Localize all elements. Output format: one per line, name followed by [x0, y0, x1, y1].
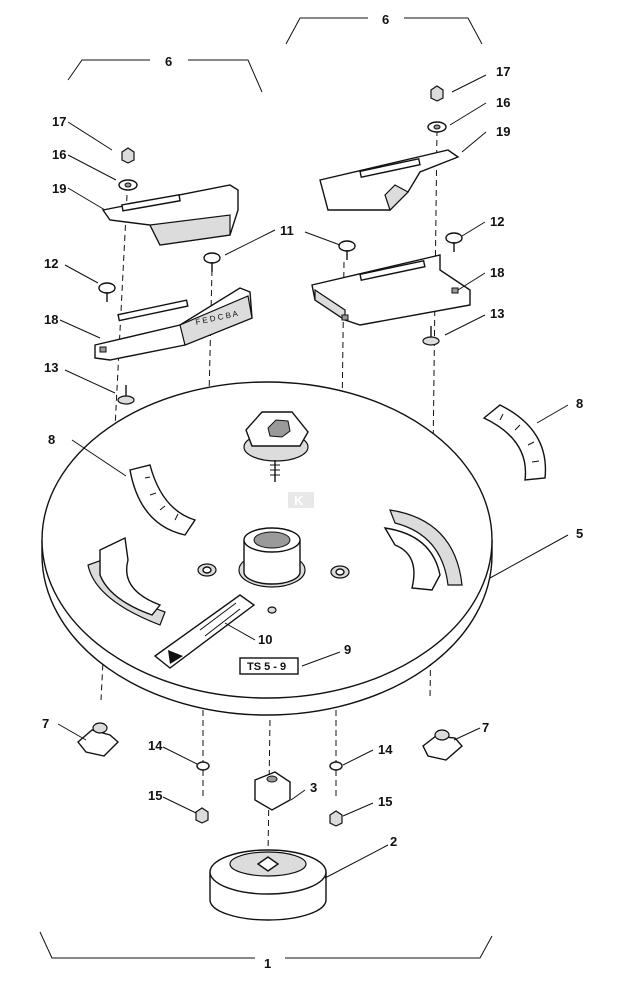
- callout-6-left: 6: [165, 54, 172, 69]
- bracket-group-6-left: [67, 59, 263, 93]
- clamp-knob: [243, 411, 309, 482]
- callout-16-left: 16: [52, 147, 66, 162]
- svg-text:K: K: [294, 493, 304, 508]
- callout-18-right: 18: [490, 265, 504, 280]
- callout-1: 1: [264, 956, 271, 971]
- foot-7-right: [422, 729, 463, 761]
- callout-13-left: 13: [44, 360, 58, 375]
- callout-14-left: 14: [148, 738, 163, 753]
- callout-7-right: 7: [482, 720, 489, 735]
- angle-scale-left: [129, 464, 197, 536]
- bolt-13-right: [422, 326, 440, 346]
- angle-scale-right: [482, 404, 547, 481]
- nut-17-left: [121, 147, 135, 164]
- callout-8-left: 8: [48, 432, 55, 447]
- callout-7-left: 7: [42, 716, 49, 731]
- callout-9: 9: [344, 642, 351, 657]
- foot-7-left: [77, 722, 120, 757]
- model-tag-text: TS 5 - 9: [247, 661, 286, 673]
- callout-8-right: 8: [576, 396, 583, 411]
- left-lower-bracket: F E D C B A: [94, 287, 253, 361]
- callout-12-right: 12: [490, 214, 504, 229]
- callout-19-left: 19: [52, 181, 66, 196]
- callout-15-left: 15: [148, 788, 162, 803]
- callout-2: 2: [390, 834, 397, 849]
- callout-13-right: 13: [490, 306, 504, 321]
- carriage-bolt-12-right: [445, 232, 463, 252]
- callout-17-left: 17: [52, 114, 66, 129]
- callout-17-right: 17: [496, 64, 510, 79]
- callout-3: 3: [310, 780, 317, 795]
- nut-15-left: [195, 807, 209, 824]
- base-plate: K: [41, 381, 493, 716]
- arrow-scale-label: [153, 594, 256, 669]
- washer-14-left: [196, 761, 210, 771]
- callout-15-right: 15: [378, 794, 392, 809]
- right-upper-bracket: [319, 149, 460, 212]
- callout-10: 10: [258, 632, 272, 647]
- square-nut-3: [254, 771, 291, 811]
- callout-6-right: 6: [382, 12, 389, 27]
- base-knob-2: [209, 849, 327, 921]
- right-lower-bracket: [311, 254, 471, 326]
- callout-5: 5: [576, 526, 583, 541]
- callout-labels: 6 6 17 16 19 17 16 19 11 12 12 18 13 18 …: [42, 12, 583, 971]
- washer-16-left: [118, 179, 138, 191]
- nut-17-right: [430, 85, 444, 102]
- callout-12-left: 12: [44, 256, 58, 271]
- washer-14-right: [329, 761, 343, 771]
- carriage-bolt-12-left: [98, 282, 116, 302]
- callout-19-right: 19: [496, 124, 510, 139]
- bolt-13-left: [117, 385, 135, 405]
- bracket-group-6-right: [285, 17, 483, 45]
- nut-15-right: [329, 810, 343, 827]
- leader-lines: [57, 74, 569, 879]
- callout-16-right: 16: [496, 95, 510, 110]
- washer-16-right: [427, 121, 447, 133]
- callout-18-left: 18: [44, 312, 58, 327]
- model-tag: TS 5 - 9: [239, 657, 299, 675]
- callout-11: 11: [280, 223, 294, 238]
- callout-14-right: 14: [378, 742, 393, 757]
- carriage-bolt-11-right: [338, 240, 356, 260]
- left-upper-bracket: [101, 184, 239, 246]
- bracket-group-1: [39, 931, 493, 959]
- carriage-bolt-11-left: [203, 252, 221, 272]
